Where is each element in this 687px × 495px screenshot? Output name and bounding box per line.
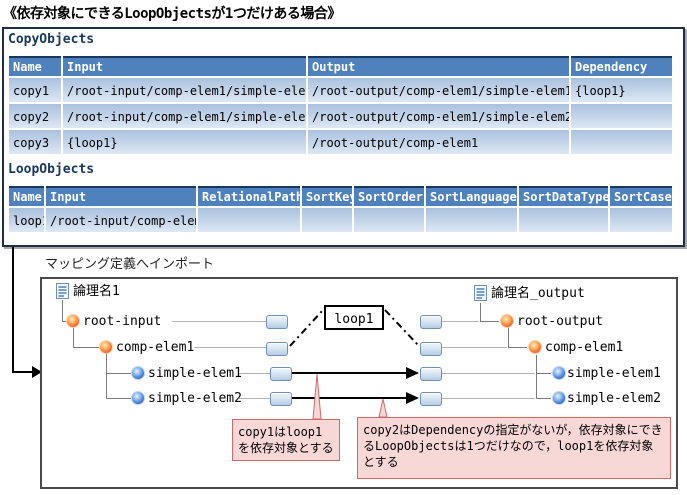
column-header: SortKey: [302, 186, 352, 206]
column-header: SortCase: [610, 186, 672, 206]
loopobjects-table: Name Input RelationalPath SortKey SortOr…: [7, 184, 674, 234]
cell-output: /root-output/comp-elem1/simple-elem1: [308, 78, 569, 102]
document-icon: [56, 283, 69, 299]
cell-input: /root-input/comp-elem1/simple-elem2: [63, 104, 306, 128]
document-icon: [474, 285, 487, 301]
mapping-port: [420, 367, 442, 381]
mapping-port: [420, 315, 442, 329]
mapping-diagram-panel: 論理名1 root-input comp-elem1 simple-elem1 …: [40, 277, 678, 489]
element-icon-comp-elem1: [100, 341, 112, 353]
table-row: loop1 /root-input/comp-elem1: [9, 208, 672, 232]
cell-sortcase: [610, 208, 672, 232]
column-header: SortLanguage: [426, 186, 517, 206]
cell-input: {loop1}: [63, 130, 306, 154]
element-icon-simple-elem1-out: [553, 367, 565, 379]
element-icon-simple-elem2-out: [553, 392, 565, 404]
copyobjects-header-row: Name Input Output Dependency: [9, 56, 672, 76]
import-arrow-horizontal-line: [12, 371, 33, 373]
mapping-port: [270, 367, 292, 381]
object-tables-panel: CopyObjects Name Input Output Dependency…: [2, 27, 685, 247]
import-arrow-vertical-line: [12, 247, 14, 372]
column-header: SortOrder: [354, 186, 424, 206]
cell-output: /root-output/comp-elem1: [308, 130, 569, 154]
mapping-port: [420, 342, 442, 356]
tree-node-label: simple-elem2: [148, 391, 242, 406]
mapping-port: [270, 392, 292, 406]
table-row: copy2 /root-input/comp-elem1/simple-elem…: [9, 104, 672, 128]
cell-name: copy2: [9, 104, 61, 128]
element-icon-simple-elem1: [132, 367, 144, 379]
cell-input: /root-input/comp-elem1: [46, 208, 196, 232]
cell-name: copy3: [9, 130, 61, 154]
cell-name: loop1: [9, 208, 44, 232]
cell-dependency: {loop1}: [571, 78, 672, 102]
import-label: マッピング定義へインポート: [45, 257, 215, 272]
cell-name: copy1: [9, 78, 61, 102]
element-icon-root-input: [67, 315, 79, 327]
column-header: Name: [9, 56, 61, 76]
cell-dependency: [571, 130, 672, 154]
column-header: Input: [63, 56, 306, 76]
tree-node-label: simple-elem1: [148, 366, 242, 381]
mapping-port: [266, 315, 288, 329]
cell-sortdatatype: [519, 208, 608, 232]
mapping-port: [266, 342, 288, 356]
cell-output: /root-output/comp-elem1/simple-elem2: [308, 104, 569, 128]
import-arrow-head-icon: [32, 366, 42, 378]
mapping-port: [420, 392, 442, 406]
callout-copy1: copy1はloop1を依存対象とする: [232, 419, 340, 462]
cell-dependency: [571, 104, 672, 128]
cell-sortorder: [354, 208, 424, 232]
tree-node-label: root-input: [83, 314, 162, 329]
loopobjects-header-row: Name Input RelationalPath SortKey SortOr…: [9, 186, 672, 206]
tree-node-label: simple-elem1: [567, 366, 661, 381]
element-icon-comp-elem1-out: [529, 341, 541, 353]
column-header: SortDataType: [519, 186, 608, 206]
loopobjects-section-label: LoopObjects: [8, 162, 95, 177]
tree-node-label: root-output: [517, 314, 604, 329]
column-header: Dependency: [571, 56, 672, 76]
callout-copy2: copy2はDependencyの指定がないが，依存対象にできるLoopObje…: [357, 417, 671, 479]
cell-relationalpath: [198, 208, 300, 232]
copyobjects-section-label: CopyObjects: [8, 32, 95, 47]
tree-node-label: comp-elem1: [545, 340, 624, 355]
cell-sortlanguage: [426, 208, 517, 232]
table-row: copy3 {loop1} /root-output/comp-elem1: [9, 130, 672, 154]
right-tree-root-label: 論理名_output: [491, 286, 585, 301]
cell-input: /root-input/comp-elem1/simple-elem1: [63, 78, 306, 102]
tree-node-label: simple-elem2: [567, 391, 661, 406]
element-icon-root-output: [501, 315, 513, 327]
loop-node-box: loop1: [324, 305, 384, 330]
table-row: copy1 /root-input/comp-elem1/simple-elem…: [9, 78, 672, 102]
column-header: Input: [46, 186, 196, 206]
column-header: Name: [9, 186, 44, 206]
page-title: 《依存対象にできるLoopObjectsが1つだけある場合》: [3, 6, 341, 22]
copyobjects-table: Name Input Output Dependency copy1 /root…: [7, 54, 674, 156]
column-header: Output: [308, 56, 569, 76]
tree-node-label: comp-elem1: [116, 340, 195, 355]
element-icon-simple-elem2: [132, 392, 144, 404]
left-tree-root-label: 論理名1: [73, 284, 120, 299]
cell-sortkey: [302, 208, 352, 232]
column-header: RelationalPath: [198, 186, 300, 206]
